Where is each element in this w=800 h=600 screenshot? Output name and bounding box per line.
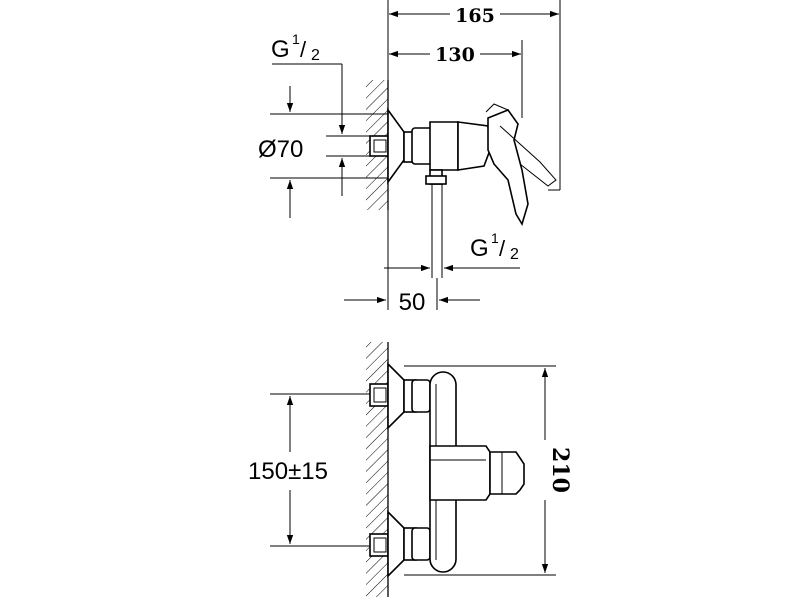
- thread-inlet-denominator: 2: [311, 47, 320, 64]
- outlet-nut: [425, 175, 447, 185]
- lower-inlet-connector-inner: [373, 537, 387, 553]
- thread-outlet-slash: /: [499, 236, 506, 261]
- thread-inlet-G: G: [271, 36, 290, 63]
- dimension-130-bg: [430, 42, 480, 64]
- union-nut: [411, 127, 433, 165]
- upper-inlet-connector-inner: [373, 387, 387, 403]
- lever-handle-swing-outline: [485, 103, 557, 187]
- thread-outlet-numerator: 1: [491, 230, 499, 246]
- lever-handle-front: [489, 451, 525, 495]
- upper-inlet-connector: [369, 383, 389, 407]
- upper-union-nut: [411, 379, 431, 413]
- diameter-label: Ø70: [258, 136, 303, 163]
- inlet-connector-inner: [373, 139, 387, 153]
- lower-union-nut: [411, 527, 431, 561]
- escutcheon: [387, 107, 405, 185]
- cartridge-housing: [429, 445, 491, 501]
- front-view: 150±15 210: [248, 342, 573, 597]
- lower-inlet-connector: [369, 533, 389, 557]
- inlet-connector: [369, 135, 389, 157]
- mixer-body-rear: [457, 121, 491, 171]
- dimension-150-label: 150±15: [248, 458, 328, 485]
- dimension-210-label: 210: [547, 447, 573, 493]
- dimension-165-bg: [450, 2, 500, 24]
- dimension-130-label: 130: [435, 44, 475, 66]
- upper-escutcheon: [387, 362, 405, 430]
- dimension-165-label: 165: [455, 5, 495, 27]
- dimension-50-label: 50: [399, 289, 426, 316]
- wall-hatching-front: [366, 342, 388, 597]
- thread-inlet-numerator: 1: [292, 31, 300, 47]
- lower-escutcheon: [387, 510, 405, 578]
- thread-outlet-G: G: [470, 235, 489, 262]
- thread-inlet-slash: /: [300, 37, 307, 62]
- mixer-body: [429, 121, 459, 171]
- lever-handle: [487, 109, 529, 226]
- thread-outlet-denominator: 2: [510, 246, 519, 263]
- side-view: 165 130 G 1 / 2 Ø70 G 1 / 2 50: [258, 0, 561, 316]
